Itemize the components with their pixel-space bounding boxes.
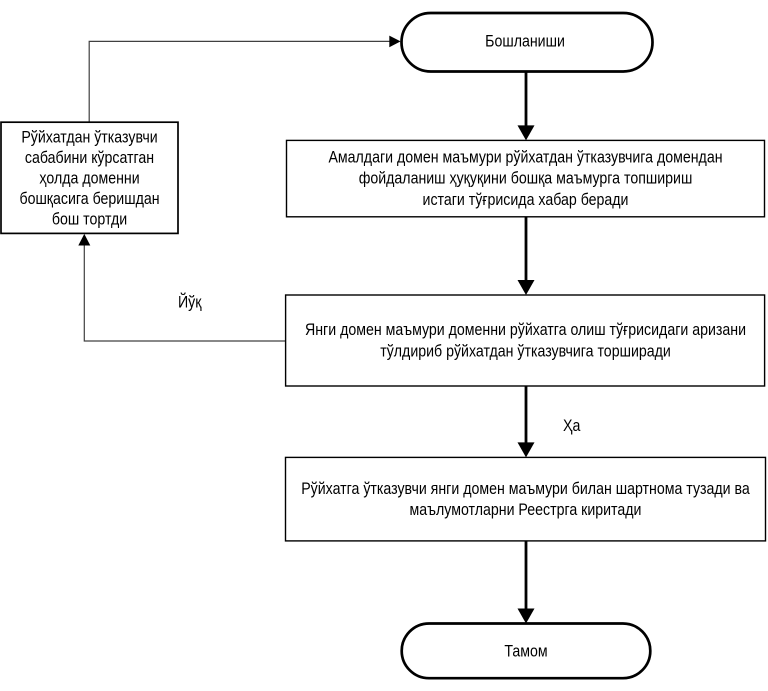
svg-text:сабабини кўрсатган: сабабини кўрсатган [25,149,154,167]
svg-text:Бошланиши: Бошланиши [485,32,565,50]
svg-text:ҳолда доменни: ҳолда доменни [39,170,139,188]
svg-text:бош тортди: бош тортди [52,211,127,229]
svg-text:Рўйхатдан ўтказувчи: Рўйхатдан ўтказувчи [21,129,157,147]
svg-text:истаги тўғрисида хабар беради: истаги тўғрисида хабар беради [423,191,629,209]
svg-text:маълумотларни Реестрга киритад: маълумотларни Реестрга киритади [410,501,642,519]
svg-text:Ҳа: Ҳа [563,417,581,435]
svg-text:тўлдириб рўйхатдан ўтказувчига: тўлдириб рўйхатдан ўтказувчига торширади [380,343,671,361]
svg-text:Янги домен маъмури доменни рўй: Янги домен маъмури доменни рўйхатга олиш… [305,321,746,339]
svg-text:фойдаланиш ҳуқуқини бошқа маъм: фойдаланиш ҳуқуқини бошқа маъмурга топши… [359,170,693,188]
svg-text:Рўйхатга ўтказувчи янги домен: Рўйхатга ўтказувчи янги домен маъмури би… [301,480,750,498]
svg-text:Тамом: Тамом [504,643,547,661]
svg-text:Амалдаги домен маъмури рўйхатд: Амалдаги домен маъмури рўйхатдан ўтказув… [328,149,722,167]
svg-text:Йўқ: Йўқ [178,293,202,312]
svg-text:бошқасига беришдан: бошқасига беришдан [19,190,159,208]
